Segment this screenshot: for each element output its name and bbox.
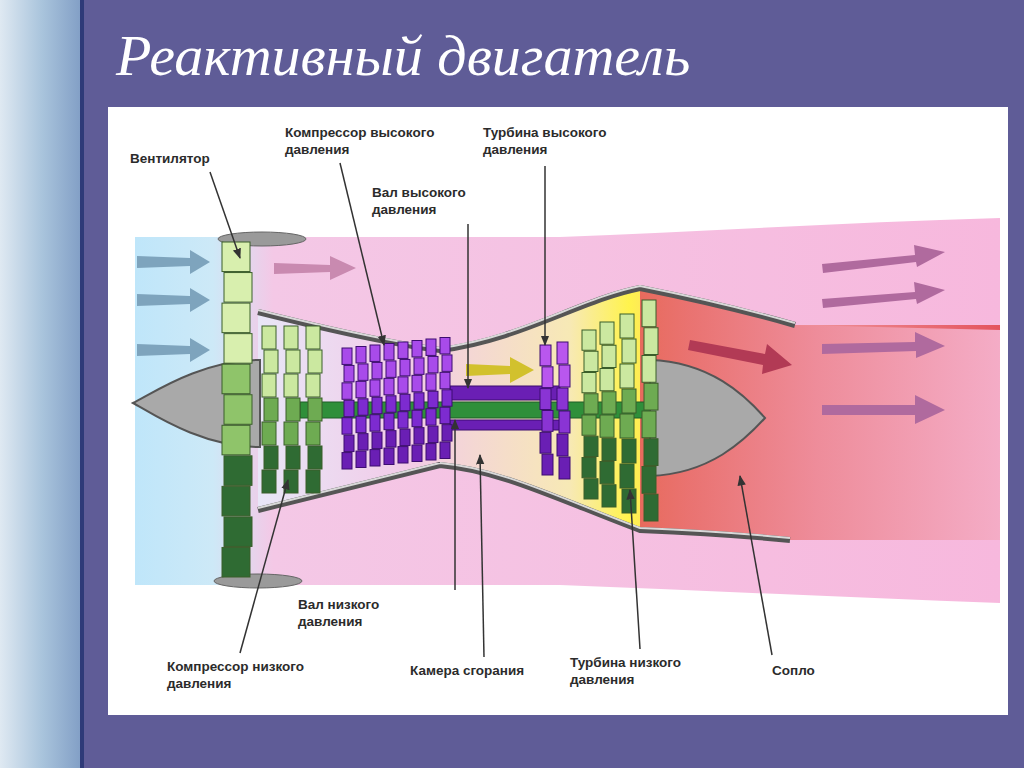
- part-label: Камера сгорания: [410, 662, 570, 679]
- part-label: Турбина низкого давления: [570, 654, 720, 688]
- slide-title: Реактивный двигатель: [116, 22, 690, 89]
- part-label: Компрессор высокого давления: [285, 124, 455, 158]
- part-label: Турбина высокого давления: [483, 124, 643, 158]
- part-label: Сопло: [772, 662, 852, 679]
- part-label: Компрессор низкого давления: [167, 658, 327, 692]
- part-label: Вал низкого давления: [298, 596, 418, 630]
- blade-rows: [222, 242, 658, 577]
- part-label: Вентилятор: [130, 150, 240, 167]
- side-strip: [0, 0, 84, 768]
- part-label: Вал высокого давления: [372, 184, 502, 218]
